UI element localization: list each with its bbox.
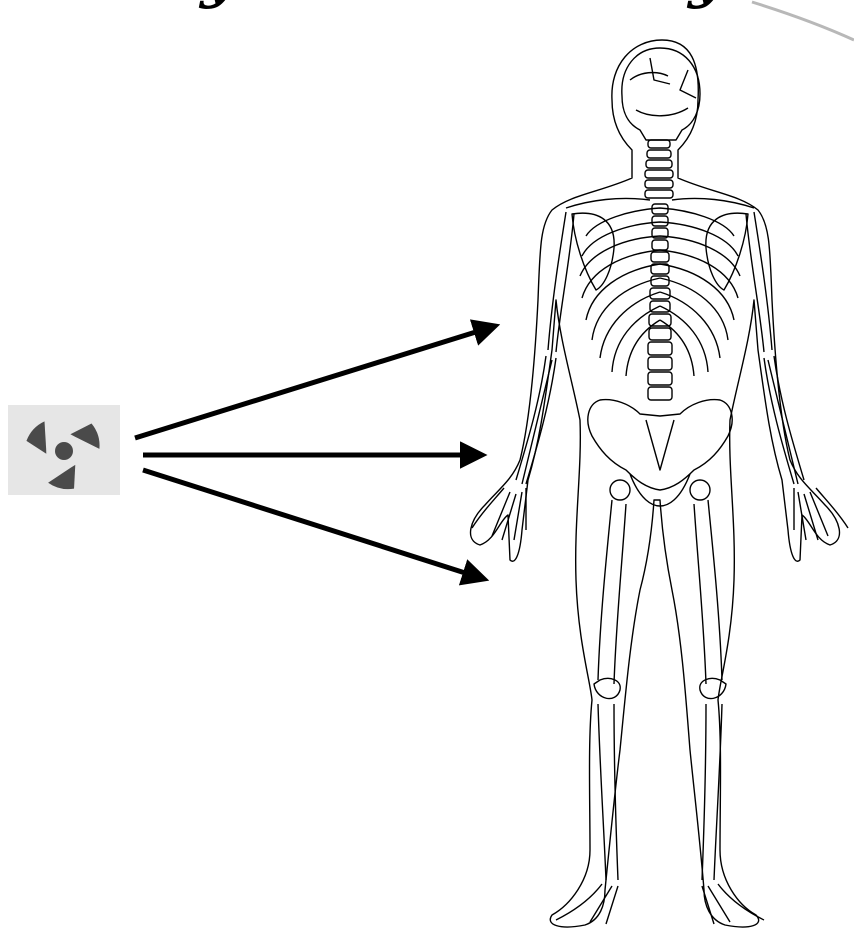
tibia-right	[702, 704, 722, 880]
hand-left	[472, 488, 526, 540]
human-skeleton-icon	[471, 40, 848, 927]
radiation-icon	[8, 405, 120, 498]
arrow-upper	[135, 326, 495, 438]
femur-left	[598, 500, 626, 684]
knee-right	[700, 678, 726, 698]
arrows	[135, 326, 495, 579]
rib-cage	[580, 208, 740, 376]
clavicle-left	[566, 198, 650, 208]
pelvis	[588, 400, 732, 490]
femur-right	[694, 500, 722, 684]
spine	[648, 204, 672, 400]
foot-right	[702, 884, 764, 924]
forearm-right	[764, 356, 804, 484]
cervical-spine	[645, 140, 673, 198]
decorative-arc	[752, 2, 854, 40]
forearm-left	[516, 356, 556, 484]
arrow-lower	[143, 470, 484, 579]
knee-left	[594, 678, 620, 698]
foot-left	[556, 884, 618, 924]
